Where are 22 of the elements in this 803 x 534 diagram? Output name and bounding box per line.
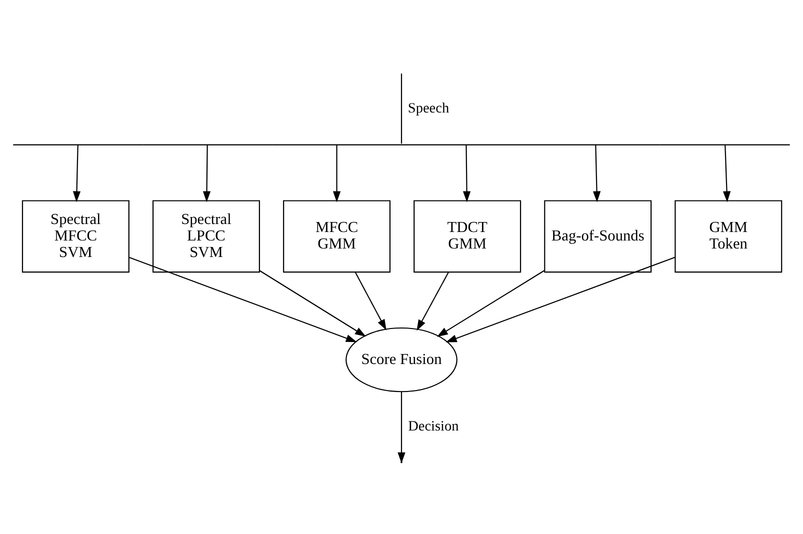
arrow — [722, 144, 731, 202]
arrow — [416, 271, 449, 330]
arrow — [436, 270, 544, 336]
node-box: MFCC GMM — [283, 200, 391, 272]
arrow — [332, 144, 341, 202]
edge-label: Speech — [408, 100, 450, 116]
arrow — [259, 270, 366, 336]
node-box: Bag-of-Sounds — [544, 200, 652, 272]
arrow — [202, 144, 211, 202]
node-box: Spectral MFCC SVM — [22, 200, 130, 272]
node-box: TDCT GMM — [414, 200, 522, 272]
arrow — [446, 256, 676, 342]
connector — [400, 73, 402, 144]
node-box: GMM Token — [674, 200, 782, 272]
arrow — [72, 144, 81, 202]
arrow — [398, 391, 406, 463]
arrow — [592, 144, 601, 202]
edge-label: Decision — [408, 418, 459, 434]
arrow — [354, 271, 386, 330]
arrow — [128, 256, 357, 342]
arrow — [462, 144, 471, 202]
node-box: Spectral LPCC SVM — [152, 200, 260, 272]
